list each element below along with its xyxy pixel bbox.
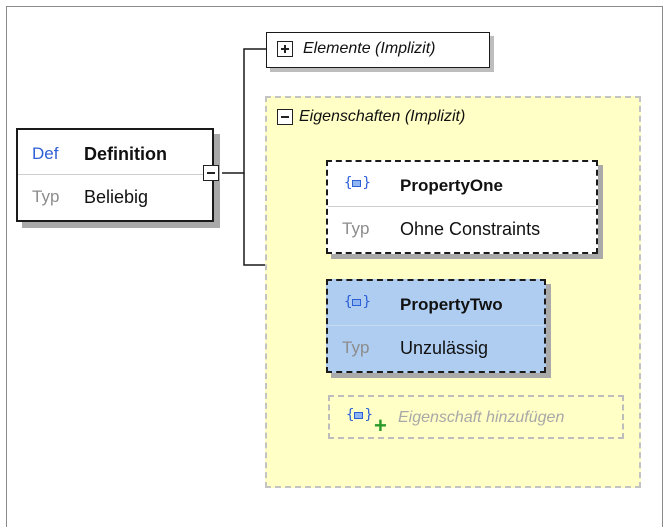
elemente-label: Elemente (Implizit) bbox=[303, 40, 436, 57]
collapse-eigenschaften-icon[interactable] bbox=[277, 109, 293, 125]
add-property-label: Eigenschaft hinzufügen bbox=[398, 409, 565, 426]
row-divider bbox=[18, 174, 212, 175]
typ-key: Typ bbox=[342, 219, 370, 238]
property-type[interactable]: Ohne Constraints bbox=[400, 218, 541, 239]
definition-node[interactable]: Def Definition Typ Beliebig bbox=[16, 128, 214, 222]
definition-name[interactable]: Definition bbox=[84, 143, 167, 164]
elemente-node[interactable]: Elemente (Implizit) bbox=[266, 32, 490, 68]
collapse-definition-icon[interactable] bbox=[203, 165, 219, 181]
object-icon: {} bbox=[344, 175, 371, 191]
row-divider bbox=[328, 206, 596, 207]
expand-elemente-icon[interactable] bbox=[277, 41, 293, 57]
typ-key: Typ bbox=[32, 187, 60, 206]
row-divider bbox=[328, 325, 544, 326]
property-name[interactable]: PropertyOne bbox=[400, 176, 503, 195]
def-key: Def bbox=[32, 144, 59, 163]
object-icon: {} bbox=[344, 294, 371, 310]
typ-key: Typ bbox=[342, 338, 370, 357]
property-name[interactable]: PropertyTwo bbox=[400, 295, 503, 314]
object-icon: {} bbox=[346, 407, 373, 423]
property-node-selected[interactable]: {} PropertyTwo Typ Unzulässig bbox=[326, 279, 546, 373]
add-property-button[interactable]: {} + Eigenschaft hinzufügen bbox=[328, 395, 624, 439]
property-node[interactable]: {} PropertyOne Typ Ohne Constraints bbox=[326, 160, 598, 254]
add-plus-icon: + bbox=[374, 413, 387, 438]
property-type[interactable]: Unzulässig bbox=[400, 337, 489, 358]
eigenschaften-label: Eigenschaften (Implizit) bbox=[299, 108, 466, 125]
definition-type[interactable]: Beliebig bbox=[84, 186, 149, 207]
